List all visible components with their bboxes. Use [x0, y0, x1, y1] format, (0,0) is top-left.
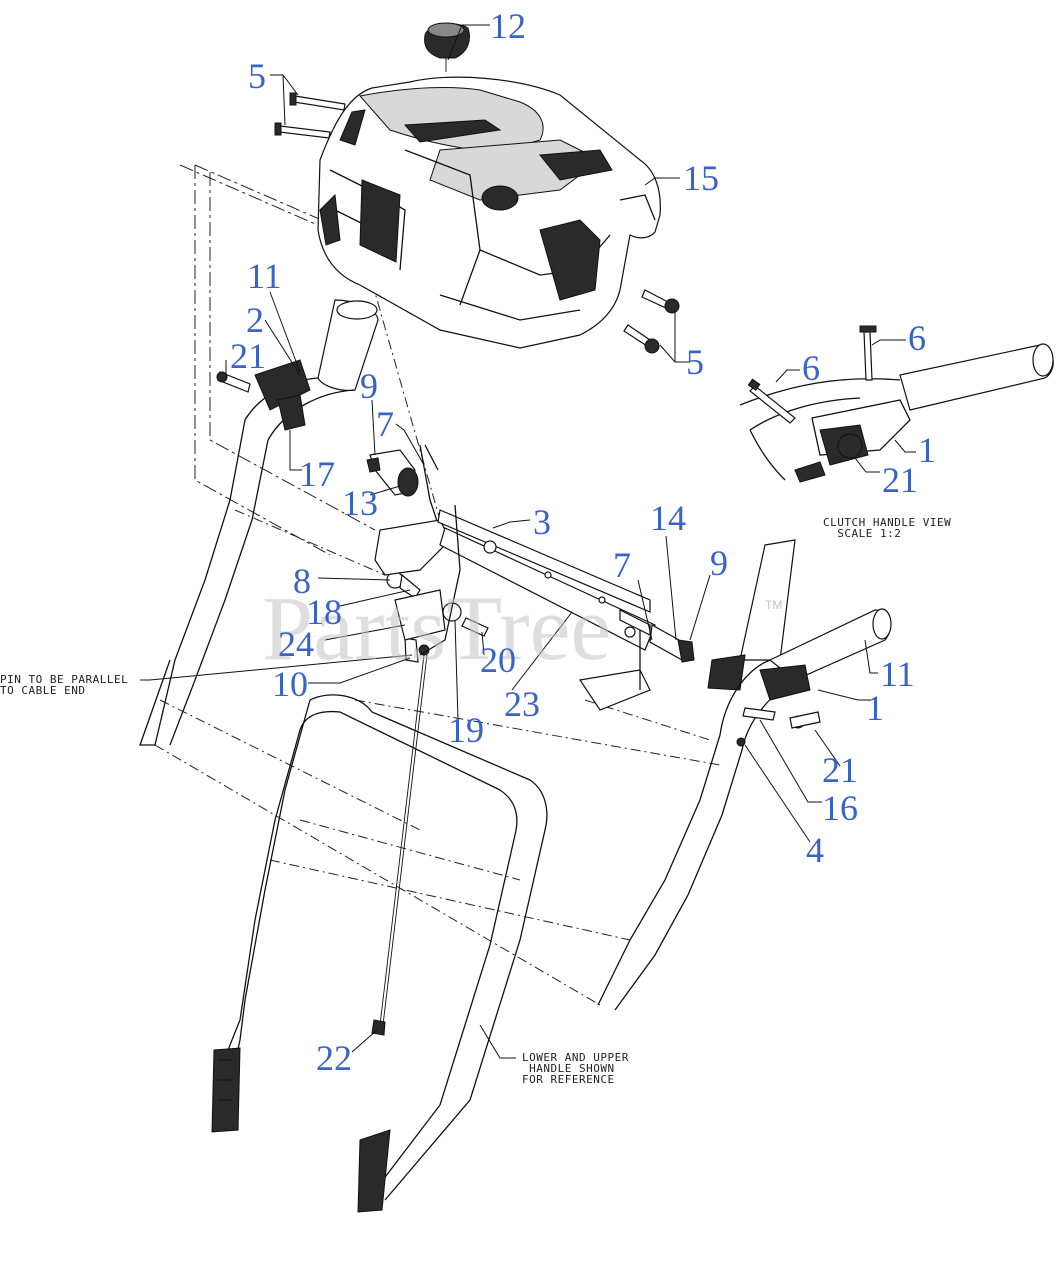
callout-9-right: 9	[710, 543, 728, 583]
callout-16: 16	[822, 788, 858, 828]
callout-8: 8	[293, 561, 311, 601]
callout-17: 17	[299, 454, 335, 494]
callout-20: 20	[480, 640, 516, 680]
shift-console-housing	[317, 76, 661, 349]
callout-18: 18	[306, 592, 342, 632]
clutch-handle-detail	[739, 325, 1054, 483]
callout-5-top: 5	[248, 56, 266, 96]
callout-6-detail-left: 6	[802, 348, 820, 388]
callout-22: 22	[316, 1038, 352, 1078]
callout-10: 10	[272, 664, 308, 704]
callout-23: 23	[504, 684, 540, 724]
callout-13: 13	[342, 483, 378, 523]
callout-7-left: 7	[376, 404, 394, 444]
screws-5	[274, 92, 680, 354]
callout-11-right: 11	[880, 654, 915, 694]
callout-11-left: 11	[247, 256, 282, 296]
left-upper-handle	[139, 299, 379, 746]
callout-7-right: 7	[613, 545, 631, 585]
callout-24: 24	[278, 624, 314, 664]
callout-3: 3	[533, 502, 551, 542]
cable-parts-left	[366, 444, 489, 1036]
callout-1-right: 1	[866, 688, 884, 728]
watermark-text: PartsTree	[262, 577, 612, 679]
callout-2: 2	[246, 300, 264, 340]
callout-12: 12	[490, 6, 526, 46]
lower-handle	[211, 694, 548, 1213]
callout-5-right: 5	[686, 342, 704, 382]
callout-4: 4	[806, 830, 824, 870]
handle-reference-note: LOWER AND UPPER HANDLE SHOWN FOR REFEREN…	[522, 1051, 629, 1086]
clutch-handle-view-note: CLUTCH HANDLE VIEW SCALE 1:2	[823, 516, 952, 540]
shift-knob	[424, 22, 470, 72]
callout-6-detail-top: 6	[908, 318, 926, 358]
projection-lines	[154, 164, 721, 1006]
callout-21-detail: 21	[882, 460, 918, 500]
callout-15: 15	[683, 158, 719, 198]
pin-parallel-note: PIN TO BE PARALLEL TO CABLE END	[0, 673, 129, 697]
watermark-trademark: TM	[765, 598, 783, 612]
callout-9-left: 9	[360, 366, 378, 406]
callout-14: 14	[650, 498, 686, 538]
control-bracket	[374, 504, 695, 711]
callout-21-right: 21	[822, 750, 858, 790]
callout-21-left: 21	[230, 336, 266, 376]
callout-19: 19	[448, 710, 484, 750]
leader-lines	[140, 24, 916, 1059]
callout-1-detail: 1	[918, 430, 936, 470]
right-upper-handle	[597, 539, 892, 1011]
